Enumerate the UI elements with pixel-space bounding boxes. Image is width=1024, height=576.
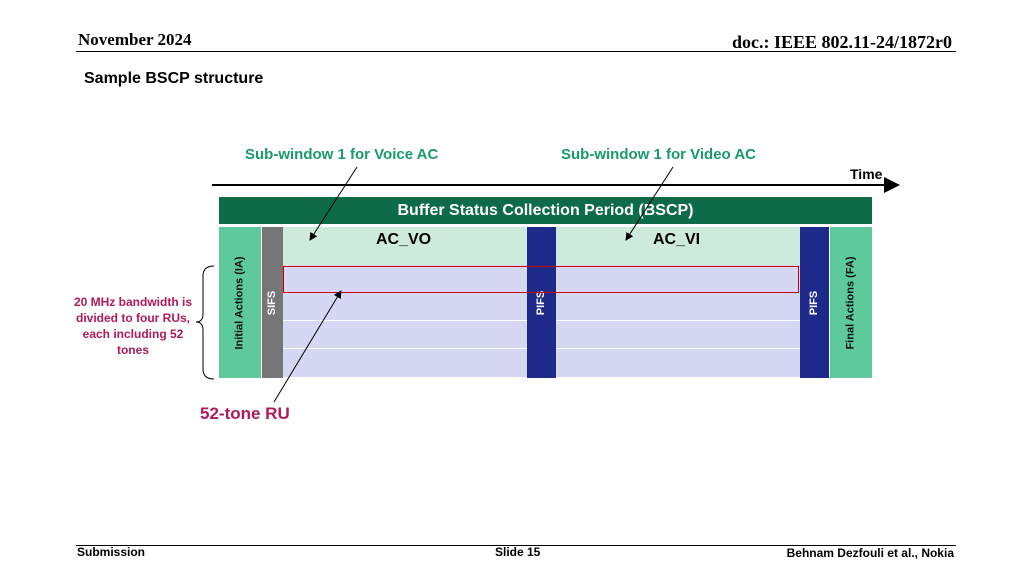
bscp-label: Buffer Status Collection Period (BSCP) (397, 201, 694, 219)
ru-row (283, 293, 527, 321)
bandwidth-label: 20 MHz bandwidth is divided to four RUs,… (73, 295, 192, 357)
ac-vo-label: AC_VO (376, 231, 432, 248)
ru-row (556, 293, 800, 321)
ru-row (556, 265, 800, 293)
sifs-block: SIFS (262, 227, 283, 378)
bandwidth-bracket (195, 265, 215, 380)
footer-submission: Submission (77, 545, 146, 559)
header-date: November 2024 (78, 30, 192, 49)
header-doc-id: doc.: IEEE 802.11-24/1872r0 (731, 32, 952, 52)
footer-divider (76, 545, 956, 546)
ac-vi-label: AC_VI (653, 231, 701, 248)
voice-subwindow-label: Sub-window 1 for Voice AC (245, 146, 439, 163)
ru-callout-arrow (273, 290, 342, 403)
bscp-bar: Buffer Status Collection Period (BSCP) (219, 197, 872, 224)
slide-title: Sample BSCP structure (84, 70, 264, 87)
ru-label: 52-tone RU (200, 404, 290, 423)
pifs-block-2: PIFS (800, 227, 829, 378)
ru-highlight-box (283, 266, 799, 293)
ac-vi-header (556, 227, 800, 265)
ac-vi-ru-stack (556, 265, 800, 377)
ru-row (283, 321, 527, 349)
voice-callout-arrow (309, 166, 358, 241)
time-label: Time (850, 166, 883, 182)
final-actions-block: Final Actions (FA) (830, 227, 872, 378)
initial-actions-block: Initial Actions (IA) (219, 227, 261, 378)
footer-slide-number: Slide 15 (495, 545, 541, 559)
ru-row (556, 349, 800, 377)
ru-row (556, 321, 800, 349)
video-subwindow-label: Sub-window 1 for Video AC (561, 146, 756, 163)
pifs-block-1: PIFS (527, 227, 556, 378)
header-divider (76, 51, 956, 52)
ac-vo-ru-stack (283, 265, 527, 377)
ru-row (283, 349, 527, 377)
ac-vo-header (283, 227, 527, 265)
video-callout-arrow (625, 166, 674, 241)
footer-author: Behnam Dezfouli et al., Nokia (786, 546, 954, 560)
